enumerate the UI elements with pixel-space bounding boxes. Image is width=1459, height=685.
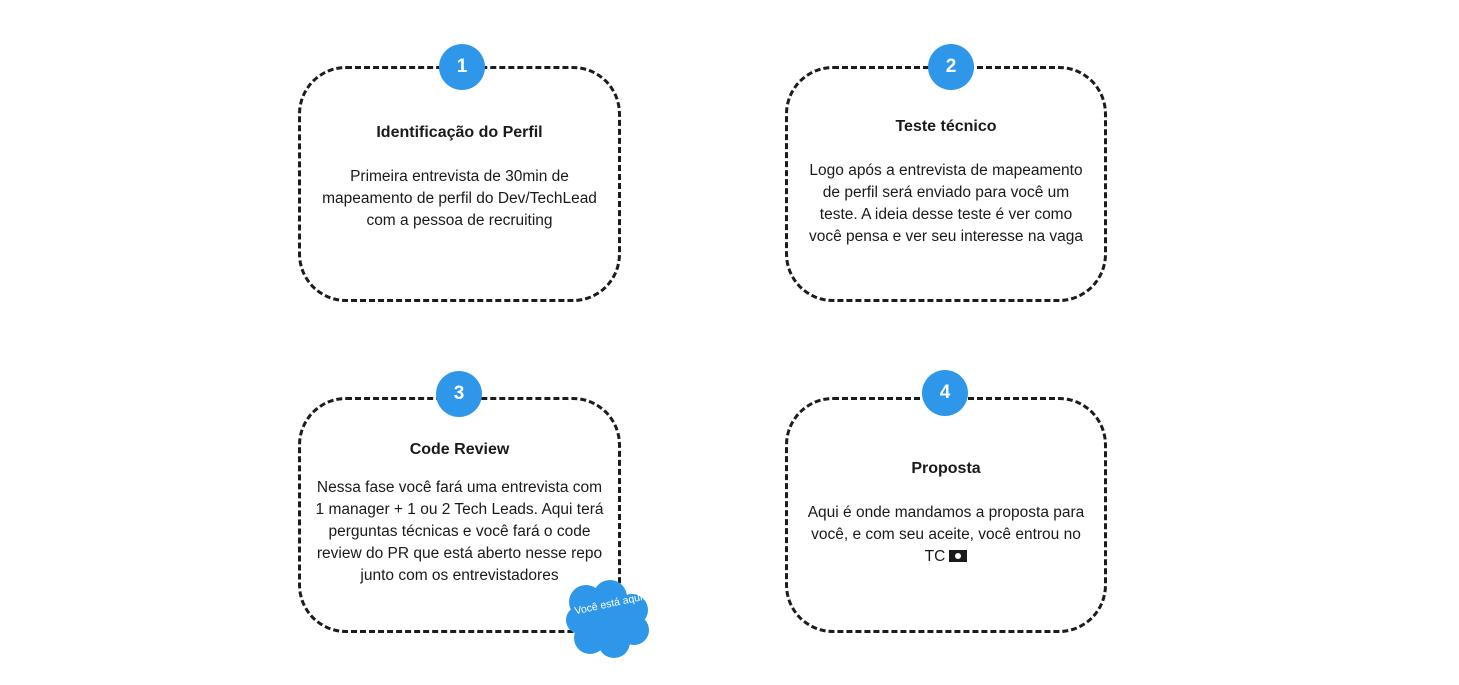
you-are-here-marker: Você está aqui! [564, 580, 654, 660]
step-title: Code Review [409, 441, 510, 458]
step-number-badge: 2 [928, 44, 974, 90]
step-description: Aqui é onde mandamos a proposta para voc… [804, 502, 1088, 568]
pirate-flag-icon [949, 550, 968, 562]
step-number-badge: 4 [922, 370, 968, 416]
step-card-3: Code Review Nessa fase você fará uma ent… [298, 397, 621, 633]
step-card-1: Identificação do Perfil Primeira entrevi… [298, 66, 621, 302]
step-description: Nessa fase você fará uma entrevista com … [315, 479, 604, 584]
step-title: Identificação do Perfil [376, 124, 543, 141]
step-description: Logo após a entrevista de mapeamento de … [808, 162, 1083, 245]
step-title: Proposta [911, 460, 981, 477]
step-description: Primeira entrevista de 30min de mapeamen… [322, 168, 597, 229]
step-card-2: Teste técnico Logo após a entrevista de … [785, 66, 1107, 302]
step-description-text: Aqui é onde mandamos a proposta para voc… [807, 504, 1085, 565]
step-title: Teste técnico [895, 118, 997, 135]
cloud-shape-icon [566, 580, 649, 658]
step-number-badge: 1 [439, 44, 485, 90]
step-card-4: Proposta Aqui é onde mandamos a proposta… [785, 397, 1107, 633]
step-number-badge: 3 [436, 371, 482, 417]
